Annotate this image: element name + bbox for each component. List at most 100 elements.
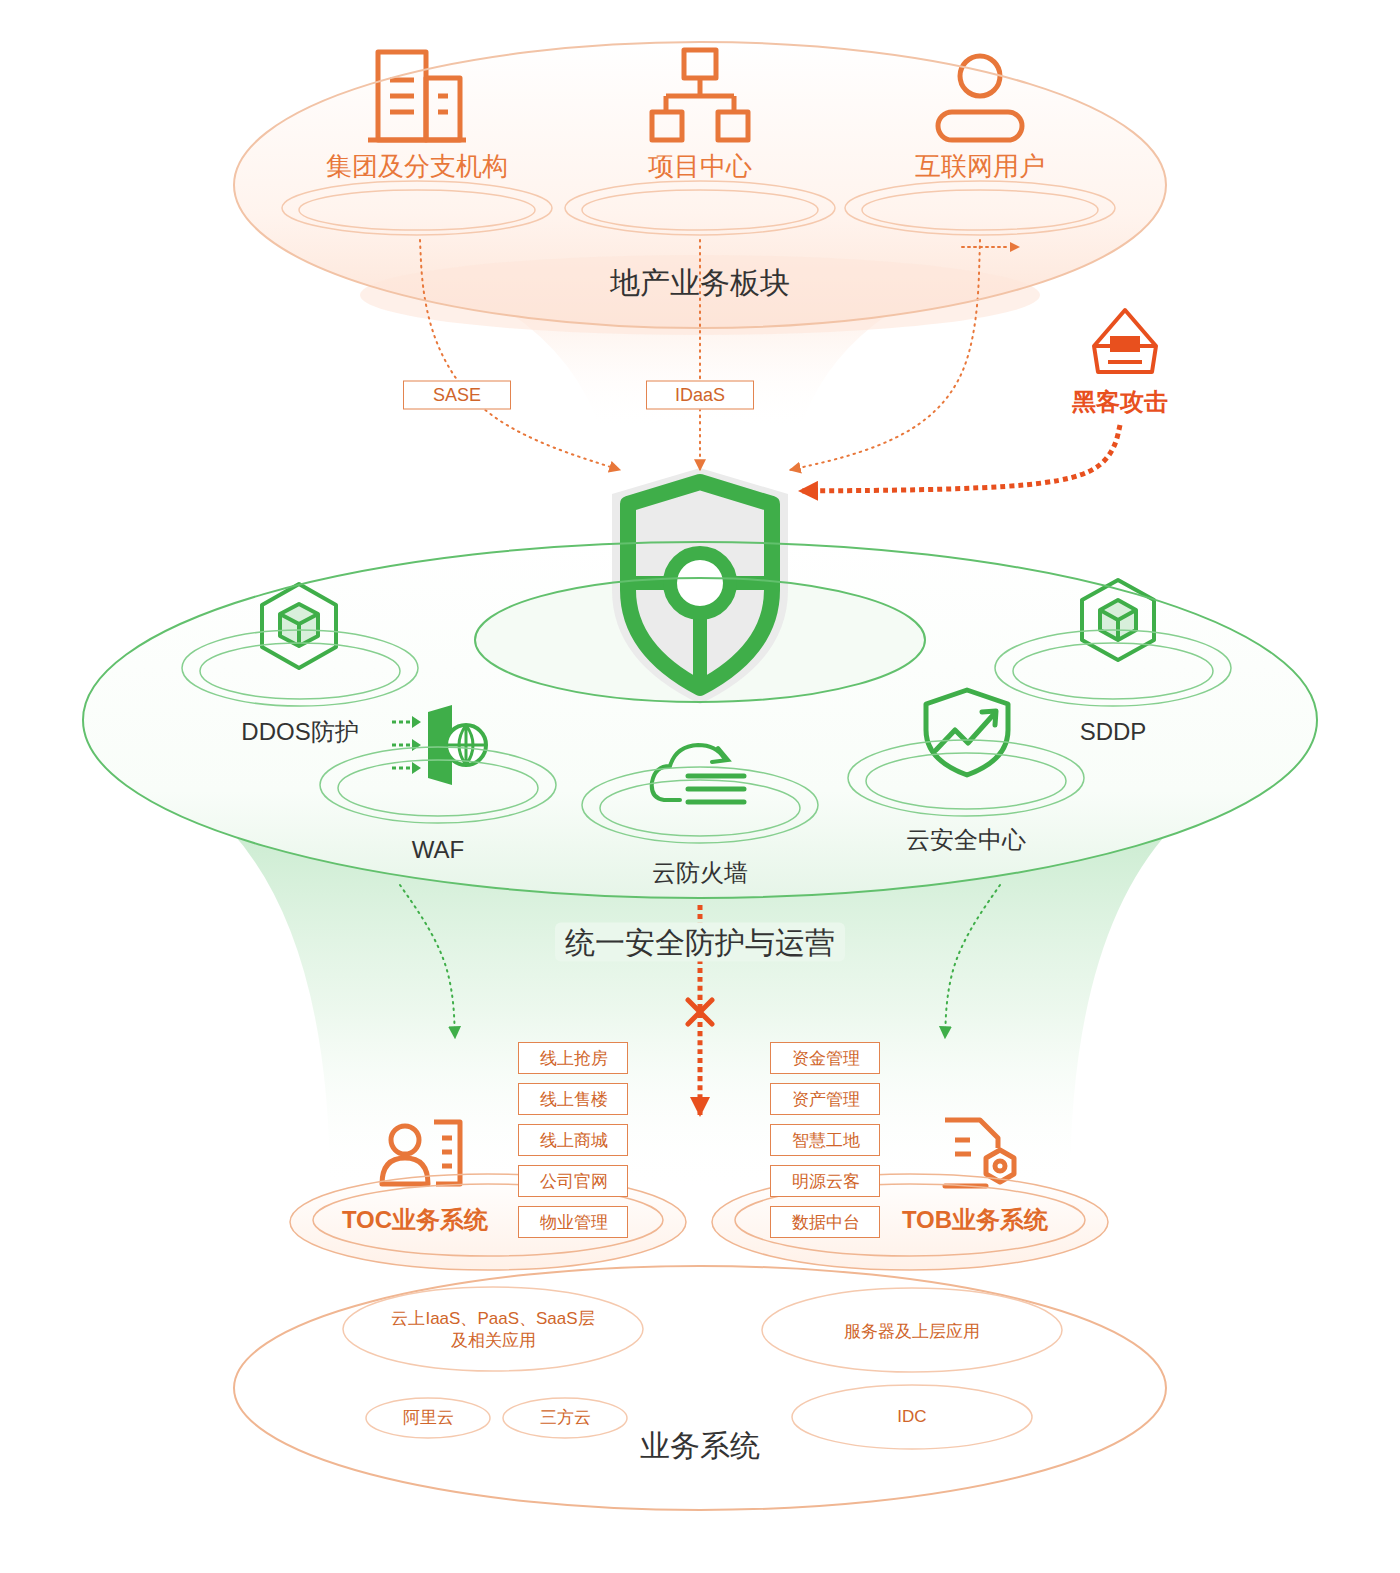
- node-label: 线上抢房: [540, 1048, 608, 1070]
- node-label: 智慧工地: [792, 1130, 860, 1152]
- ellipse-outline: [600, 780, 800, 836]
- security-service: 云防火墙: [580, 740, 820, 890]
- application-box: 线上商城: [518, 1124, 628, 1156]
- ellipse-outline: [299, 190, 535, 230]
- node-label: 业务系统: [640, 1426, 760, 1465]
- application-box: 数据中台: [770, 1206, 880, 1238]
- node-label: 集团及分支机构: [326, 150, 508, 184]
- security-shield: [612, 468, 788, 704]
- ellipse-outline: [762, 1288, 1062, 1372]
- ellipse-outline: [340, 1284, 646, 1374]
- cloud-firewall-icon: [652, 745, 744, 802]
- waf-icon: [392, 705, 486, 785]
- business-system-band: 云上IaaS、PaaS、SaaS层 及相关应用 服务器及上层应用阿里云 三方云 IDC…: [232, 1115, 1168, 1515]
- ellipse-outline: [234, 42, 1166, 328]
- ellipse-outline: [565, 181, 835, 235]
- ellipse-outline: [366, 1398, 490, 1438]
- business-segment-band: 集团及分支机构 项目中心 互联网用户地产业务板块: [232, 45, 1168, 335]
- ellipse-outline: [1013, 643, 1213, 699]
- node-label: 资金管理: [792, 1048, 860, 1070]
- application-box: 线上抢房: [518, 1042, 628, 1074]
- node-label: 资产管理: [792, 1089, 860, 1111]
- connector: [420, 240, 620, 470]
- node-label: 地产业务板块: [610, 263, 790, 302]
- platform-layer: 云上IaaS、PaaS、SaaS层 及相关应用: [340, 1284, 646, 1374]
- ellipse-outline: [83, 470, 1317, 960]
- ellipse-outline: [182, 630, 418, 706]
- cloud-provider: 阿里云: [364, 1396, 492, 1440]
- ellipse-outline: [845, 181, 1115, 235]
- application-box: 物业管理: [518, 1206, 628, 1238]
- node-label: 黑客攻击: [1072, 386, 1168, 417]
- ellipse-outline: [582, 190, 818, 230]
- application-box: 智慧工地: [770, 1124, 880, 1156]
- node-label: 公司官网: [540, 1171, 608, 1193]
- security-platform-band: DDOS防护 SDDP WAF 云安全中心云防火墙统一安全防护与运营: [83, 470, 1317, 960]
- attacker-node: 黑客攻击: [1060, 300, 1180, 425]
- node-label: 数据中台: [792, 1212, 860, 1234]
- source-node: 项目中心: [563, 150, 838, 240]
- node-label: TOB业务系统: [902, 1204, 1048, 1235]
- node-label: 线上商城: [540, 1130, 608, 1152]
- connector: [800, 425, 1120, 491]
- application-box: 公司官网: [518, 1165, 628, 1197]
- source-node: 集团及分支机构: [280, 150, 555, 240]
- security-service: SDDP: [993, 600, 1233, 750]
- node-label: IDC: [897, 1406, 926, 1428]
- node-label: 阿里云: [403, 1407, 454, 1429]
- system-group: 线上抢房线上售楼线上商城公司官网物业管理TOC业务系统: [290, 1038, 690, 1270]
- ellipse-outline: [995, 630, 1231, 706]
- dotted-arrow: [962, 242, 1020, 252]
- ellipse-outline: [343, 1287, 643, 1371]
- org-chart-icon: [652, 50, 748, 140]
- cloud-provider: IDC: [790, 1383, 1034, 1451]
- cloud-provider: 三方云: [501, 1396, 629, 1440]
- edge-label: SASE: [403, 381, 511, 410]
- node-label: 云防火墙: [652, 857, 748, 888]
- edge-label: IDaaS: [646, 381, 754, 410]
- ellipse-outline: [338, 760, 538, 816]
- ellipse-outline: [290, 1038, 690, 1270]
- ellipse-outline: [282, 181, 552, 235]
- ellipse-outline: [320, 747, 556, 823]
- node-label: 云安全中心: [906, 824, 1026, 855]
- ellipse-outline: [234, 1266, 1166, 1510]
- ellipse-outline: [503, 1398, 627, 1438]
- ellipse-outline: [83, 542, 1317, 898]
- security-center-icon: [926, 690, 1008, 775]
- application-box: 明源云客: [770, 1165, 880, 1197]
- ellipse-outline: [200, 643, 400, 699]
- source-node: 互联网用户: [845, 150, 1120, 240]
- security-service: 云安全中心: [846, 700, 1086, 860]
- hacker-icon: [1094, 310, 1156, 372]
- node-label: 服务器及上层应用: [844, 1321, 980, 1343]
- ellipse-outline: [475, 578, 925, 702]
- ellipse-outline: [792, 1385, 1032, 1449]
- tob-icon: [945, 1120, 1014, 1186]
- application-box: 线上售楼: [518, 1083, 628, 1115]
- node-label: 统一安全防护与运营: [555, 923, 845, 962]
- application-box: 资产管理: [770, 1083, 880, 1115]
- node-label: 互联网用户: [915, 150, 1045, 184]
- ellipse-outline: [866, 753, 1066, 809]
- ellipse-outline: [582, 767, 818, 843]
- node-label: 线上售楼: [540, 1089, 608, 1111]
- application-box: 资金管理: [770, 1042, 880, 1074]
- security-service: DDOS防护: [180, 600, 420, 750]
- ellipse-outline: [848, 740, 1084, 816]
- ellipse-outline: [862, 190, 1098, 230]
- green-funnel: [83, 542, 1317, 1190]
- sddp-icon: [1082, 580, 1154, 660]
- connector: [790, 240, 980, 470]
- node-label: DDOS防护: [241, 716, 358, 747]
- node-label: 明源云客: [792, 1171, 860, 1193]
- node-label: 三方云: [540, 1407, 591, 1429]
- node-label: WAF: [412, 834, 464, 865]
- connector: [400, 885, 455, 1038]
- system-grounds: [234, 1174, 1166, 1510]
- node-label: 项目中心: [648, 150, 752, 184]
- platform-layer: 服务器及上层应用: [760, 1286, 1064, 1374]
- node-label: 物业管理: [540, 1212, 608, 1234]
